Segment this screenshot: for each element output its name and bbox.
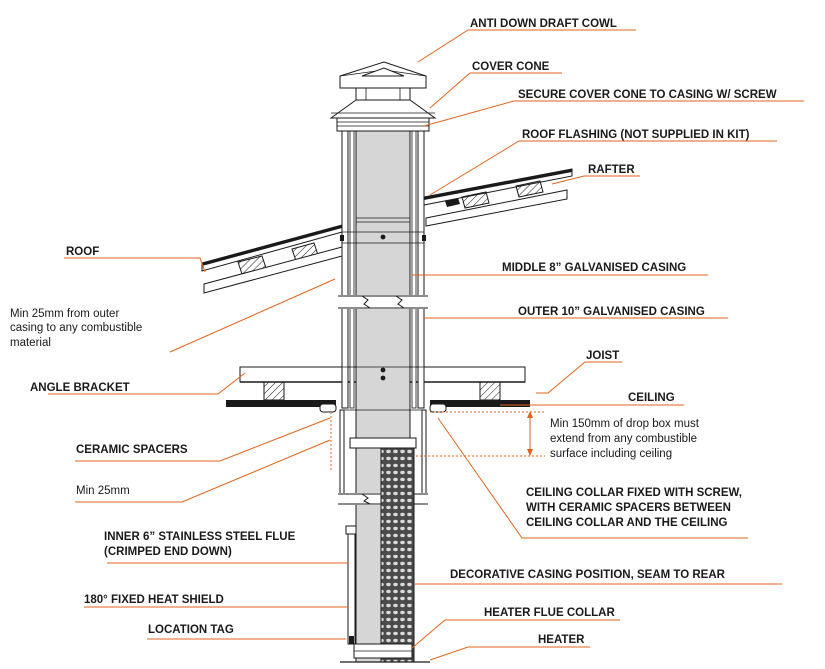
label-min25-outer-3: material xyxy=(10,337,51,349)
label-rafter: RAFTER xyxy=(588,164,635,176)
label-ceiling: CEILING xyxy=(628,392,675,404)
labels: ANTI DOWN DRAFT COWL COVER CONE SECURE C… xyxy=(10,18,777,646)
rafter-block-right-1 xyxy=(461,191,490,209)
outer-casing-wall-left xyxy=(341,127,349,409)
label-cover-cone: COVER CONE xyxy=(472,61,550,73)
decorative-casing xyxy=(380,447,415,663)
label-secure-cover-cone: SECURE COVER CONE TO CASING W/ SCREW xyxy=(518,89,777,101)
angle-bracket-block-right xyxy=(479,381,501,401)
label-angle-bracket: ANGLE BRACKET xyxy=(30,382,130,394)
outer-casing-wall-right xyxy=(417,127,425,409)
label-min25: Min 25mm xyxy=(76,485,130,497)
label-ceramic-spacers: CERAMIC SPACERS xyxy=(76,444,188,456)
label-min150-1: Min 150mm of drop box must xyxy=(550,418,700,430)
leader-lines xyxy=(48,29,804,661)
label-outer-casing: OUTER 10” GALVANISED CASING xyxy=(518,306,705,318)
label-roof: ROOF xyxy=(66,246,99,258)
label-middle-casing: MIDDLE 8” GALVANISED CASING xyxy=(502,262,686,274)
dimension-150mm xyxy=(416,411,545,457)
label-heater: HEATER xyxy=(538,634,585,646)
roof-left xyxy=(201,224,343,294)
label-inner-flue-2: (CRIMPED END DOWN) xyxy=(104,546,232,558)
label-min150-3: surface including ceiling xyxy=(550,448,672,460)
label-location-tag: LOCATION TAG xyxy=(148,624,234,636)
label-anti-down-draft-cowl: ANTI DOWN DRAFT COWL xyxy=(470,18,617,30)
anti-down-draft-cowl xyxy=(339,61,427,101)
flue-assembly xyxy=(338,95,430,663)
cover-cone xyxy=(329,99,437,132)
label-inner-flue-1: INNER 6” STAINLESS STEEL FLUE xyxy=(104,531,296,543)
label-ceiling-collar-2: WITH CERAMIC SPACERS BETWEEN xyxy=(526,502,731,514)
label-heat-shield: 180° FIXED HEAT SHIELD xyxy=(84,594,224,606)
label-ceiling-collar-1: CEILING COLLAR FIXED WITH SCREW, xyxy=(526,487,742,499)
rafter-block-right-2 xyxy=(515,180,544,198)
location-tag-marker xyxy=(349,636,354,644)
middle-casing-wall-left xyxy=(349,127,355,409)
label-joist: JOIST xyxy=(586,350,619,362)
angle-bracket-block-left xyxy=(263,381,285,401)
label-min150-2: extend from any combustible xyxy=(550,433,697,445)
label-heater-flue-collar: HEATER FLUE COLLAR xyxy=(484,607,615,619)
middle-casing-wall-right xyxy=(411,127,417,409)
roof-right xyxy=(423,168,573,227)
heat-shield xyxy=(347,531,356,645)
ceiling xyxy=(226,400,530,413)
label-min25-outer-1: Min 25mm from outer xyxy=(10,308,119,320)
label-decorative-casing: DECORATIVE CASING POSITION, SEAM TO REAR xyxy=(450,569,726,581)
label-min25-outer-2: casing to any combustible xyxy=(10,322,142,334)
label-ceiling-collar-3: CEILING COLLAR AND THE CEILING xyxy=(526,517,728,529)
label-roof-flashing: ROOF FLASHING (NOT SUPPLIED IN KIT) xyxy=(522,129,750,141)
